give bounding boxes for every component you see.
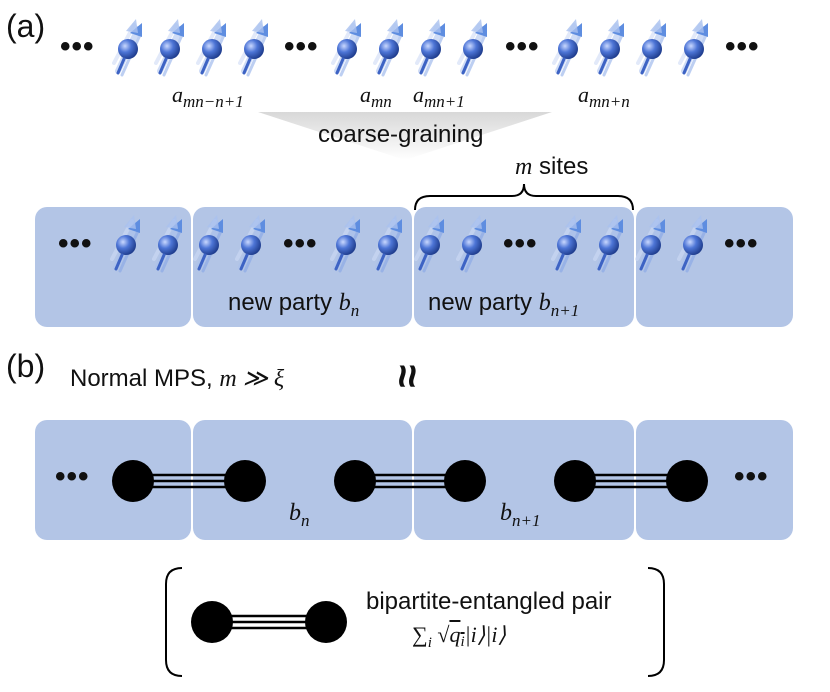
ellipsis: ••• <box>58 227 93 260</box>
spin-icon <box>198 19 226 75</box>
block-label-bn1: bn+1 <box>500 500 541 530</box>
spin-icon <box>375 19 403 75</box>
spin-icon <box>240 19 268 75</box>
ellipsis: ••• <box>284 30 319 63</box>
panel-a-label: (a) <box>6 8 46 44</box>
coarse-graining-label: coarse-graining <box>318 121 484 148</box>
site-label: amn−n+1 <box>172 82 244 111</box>
spin-icon <box>554 19 582 75</box>
top-spin-row <box>114 19 708 75</box>
legend-entangled-pair <box>191 601 347 643</box>
party-blocks-b <box>35 420 793 540</box>
spin-icon <box>333 19 361 75</box>
mps-block <box>636 420 793 540</box>
site-label: amn <box>360 82 392 111</box>
site-label: amn+n <box>578 82 630 111</box>
party-blocks-a <box>35 207 793 327</box>
site-label: amn+1 <box>413 82 465 111</box>
entangled-pair <box>554 460 708 502</box>
party-label-bn1: new party bn+1 <box>428 289 580 320</box>
m-sites-label: m sites <box>515 153 589 180</box>
ellipsis: ••• <box>60 30 95 63</box>
panel-b-caption: Normal MPS, m ≫ ξ <box>70 365 285 392</box>
mps-block-bn1 <box>414 420 634 540</box>
spin-icon <box>417 19 445 75</box>
legend-left-bracket <box>165 567 183 677</box>
ellipsis: ••• <box>505 30 540 63</box>
ellipsis: ••• <box>725 30 760 63</box>
block-label-bn: bn <box>289 500 310 530</box>
entangled-pair <box>112 460 266 502</box>
approx-symbol: ≈ <box>384 364 432 388</box>
spin-icon <box>596 19 624 75</box>
panel-b-label: (b) <box>6 348 46 384</box>
ellipsis: ••• <box>55 460 90 493</box>
entangled-pairs <box>112 460 708 502</box>
spin-icon <box>459 19 487 75</box>
legend-title: bipartite-entangled pair <box>366 588 612 615</box>
legend-formula: ∑i √qi|i⟩|i⟩ <box>412 622 507 651</box>
spin-icon <box>114 19 142 75</box>
party-label-bn: new party bn <box>228 289 360 320</box>
spin-icon <box>638 19 666 75</box>
ellipsis: ••• <box>734 460 769 493</box>
party-block <box>636 207 793 327</box>
m-sites-brace <box>414 183 634 211</box>
legend-right-bracket <box>647 567 665 677</box>
entangled-pair <box>334 460 486 502</box>
spin-icon <box>680 19 708 75</box>
ellipsis: ••• <box>283 227 318 260</box>
mps-block-bn <box>193 420 412 540</box>
spin-icon <box>156 19 184 75</box>
ellipsis: ••• <box>503 227 538 260</box>
coarse-graining-funnel <box>258 112 552 160</box>
ellipsis: ••• <box>724 227 759 260</box>
